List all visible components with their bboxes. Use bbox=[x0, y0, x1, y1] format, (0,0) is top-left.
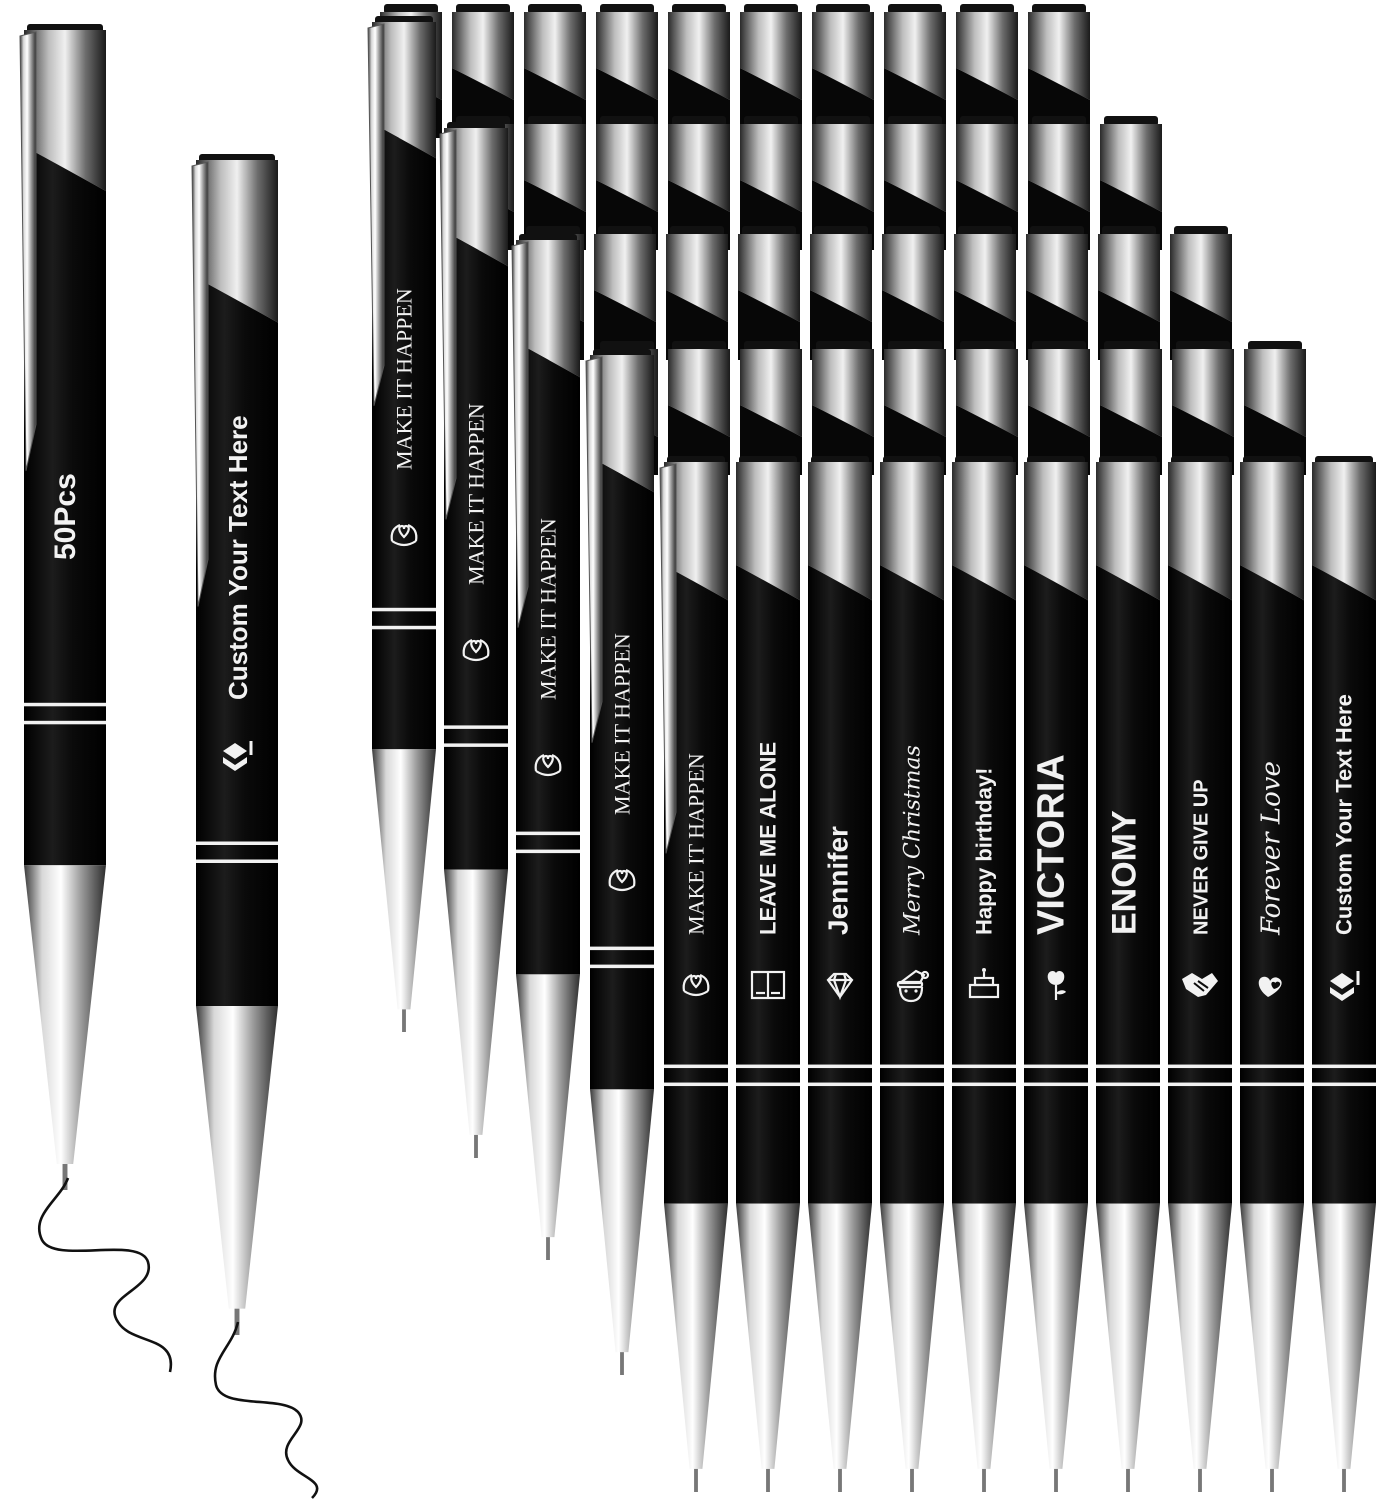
engraved-text: Custom Your Text Here bbox=[1332, 694, 1357, 935]
pen-custom-text: Custom Your Text Here bbox=[191, 154, 278, 1335]
pen-enomy: ENOMY bbox=[1096, 456, 1160, 1492]
engraved-text: MAKE IT HAPPEN bbox=[536, 518, 561, 700]
santa-icon bbox=[896, 969, 930, 1003]
ink-scribble bbox=[213, 1321, 319, 1499]
back-pen bbox=[1098, 226, 1160, 360]
back-pen bbox=[740, 341, 802, 475]
engraved-text: MAKE IT HAPPEN bbox=[392, 288, 417, 470]
back-pen bbox=[812, 341, 874, 475]
heart-hands-icon bbox=[608, 868, 636, 892]
back-pen bbox=[956, 341, 1018, 475]
back-pen bbox=[954, 226, 1016, 360]
back-pen bbox=[666, 226, 728, 360]
heart-hands-icon bbox=[534, 753, 562, 777]
pen-make-it-happen: MAKE IT HAPPEN bbox=[585, 349, 654, 1375]
engraved-text: NEVER GIVE UP bbox=[1191, 779, 1213, 935]
pen-make-it-happen: MAKE IT HAPPEN bbox=[367, 16, 436, 1032]
heart-hands-icon bbox=[390, 523, 418, 547]
back-pen bbox=[1028, 341, 1090, 475]
engraved-text: Jennifer bbox=[823, 826, 854, 935]
back-pen bbox=[668, 341, 730, 475]
engraved-text: MAKE IT HAPPEN bbox=[610, 633, 635, 815]
back-pen bbox=[594, 226, 656, 360]
back-pen bbox=[884, 341, 946, 475]
engraved-text: Happy birthday! bbox=[972, 768, 997, 935]
hearts-icon bbox=[1258, 976, 1282, 997]
handshake-icon bbox=[1182, 973, 1218, 997]
engraved-text: VICTORIA bbox=[1031, 754, 1073, 935]
pen-50pcs: 50Pcs bbox=[19, 24, 106, 1190]
engraved-text: LEAVE ME ALONE bbox=[756, 742, 781, 935]
back-pen bbox=[882, 226, 944, 360]
book-icon bbox=[750, 970, 786, 1000]
stacked-pens: MAKE IT HAPPEN MAKE IT HAPPEN MAKE IT HAPP… bbox=[367, 16, 654, 1375]
diamond-icon bbox=[826, 972, 854, 1001]
engraved-text: ENOMY bbox=[1106, 810, 1144, 935]
front-pen-row: MAKE IT HAPPEN LEAVE ME ALONE Jennifer Merr… bbox=[659, 456, 1376, 1492]
engraved-text: 50Pcs bbox=[49, 473, 82, 560]
pen-make-it-happen: MAKE IT HAPPEN bbox=[659, 456, 728, 1492]
pen-happy-birthday: Happy birthday! bbox=[952, 456, 1016, 1492]
engraved-text: MAKE IT HAPPEN bbox=[684, 753, 709, 935]
heart-hands-icon bbox=[682, 973, 710, 997]
engraved-text: Custom Your Text Here bbox=[223, 415, 253, 700]
heart-hands-icon bbox=[462, 638, 490, 662]
hexagon-logo-icon bbox=[223, 741, 253, 771]
pen-forever-love: Forever Love bbox=[1240, 456, 1304, 1492]
hexagon-logo-icon bbox=[1330, 971, 1360, 1001]
back-pen bbox=[1100, 341, 1162, 475]
rose-icon bbox=[1047, 971, 1066, 1000]
back-pen bbox=[1170, 226, 1232, 360]
birthday-cake-icon bbox=[968, 968, 1000, 999]
back-pen bbox=[738, 226, 800, 360]
engraved-text: Forever Love bbox=[1257, 761, 1287, 936]
pen-custom-your-text-here: Custom Your Text Here bbox=[1312, 456, 1376, 1492]
back-pen bbox=[1026, 226, 1088, 360]
engraved-text: MAKE IT HAPPEN bbox=[464, 403, 489, 585]
pen-jennifer: Jennifer bbox=[808, 456, 872, 1492]
hero-pens: 50Pcs Custom Your Text Here bbox=[19, 24, 319, 1499]
back-pen bbox=[1244, 341, 1306, 475]
pen-leave-me-alone: LEAVE ME ALONE bbox=[736, 456, 800, 1492]
back-pen bbox=[1172, 341, 1234, 475]
pen-never-give-up: NEVER GIVE UP bbox=[1168, 456, 1232, 1492]
engraved-text: Merry Christmas bbox=[901, 745, 926, 936]
pen-merry-christmas: Merry Christmas bbox=[880, 456, 944, 1492]
pen-victoria: VICTORIA bbox=[1024, 456, 1088, 1492]
back-pen bbox=[810, 226, 872, 360]
pen-make-it-happen: MAKE IT HAPPEN bbox=[511, 234, 580, 1260]
pen-make-it-happen: MAKE IT HAPPEN bbox=[439, 122, 508, 1158]
ink-scribble bbox=[38, 1177, 173, 1373]
